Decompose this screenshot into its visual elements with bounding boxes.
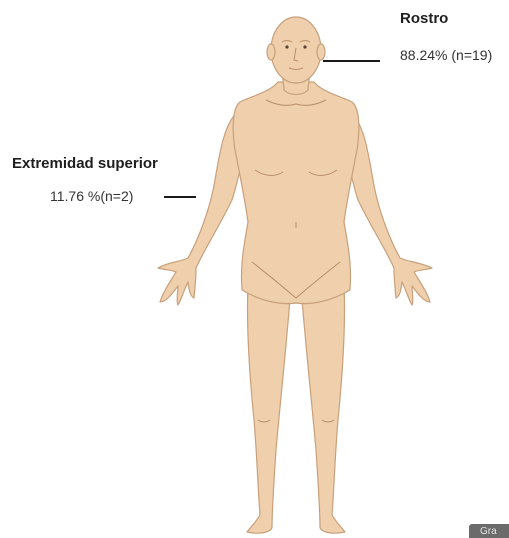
upper-limb-value: 11.76 %(n=2)	[50, 188, 133, 204]
left-arm	[158, 110, 245, 305]
left-leg	[247, 285, 290, 533]
corner-button[interactable]: Gra	[469, 524, 509, 538]
torso	[233, 82, 359, 304]
human-figure	[158, 17, 432, 533]
right-ear	[317, 44, 325, 60]
upper-limb-label: Extremidad superior	[12, 155, 158, 172]
face-value: 88.24% (n=19)	[400, 47, 492, 63]
left-ear	[267, 44, 275, 60]
left-eye	[285, 45, 288, 48]
right-eye	[303, 45, 306, 48]
upper-limb-leader-line	[164, 196, 196, 198]
right-leg	[302, 285, 345, 533]
face-label: Rostro	[400, 10, 448, 27]
face-leader-line	[323, 60, 380, 62]
